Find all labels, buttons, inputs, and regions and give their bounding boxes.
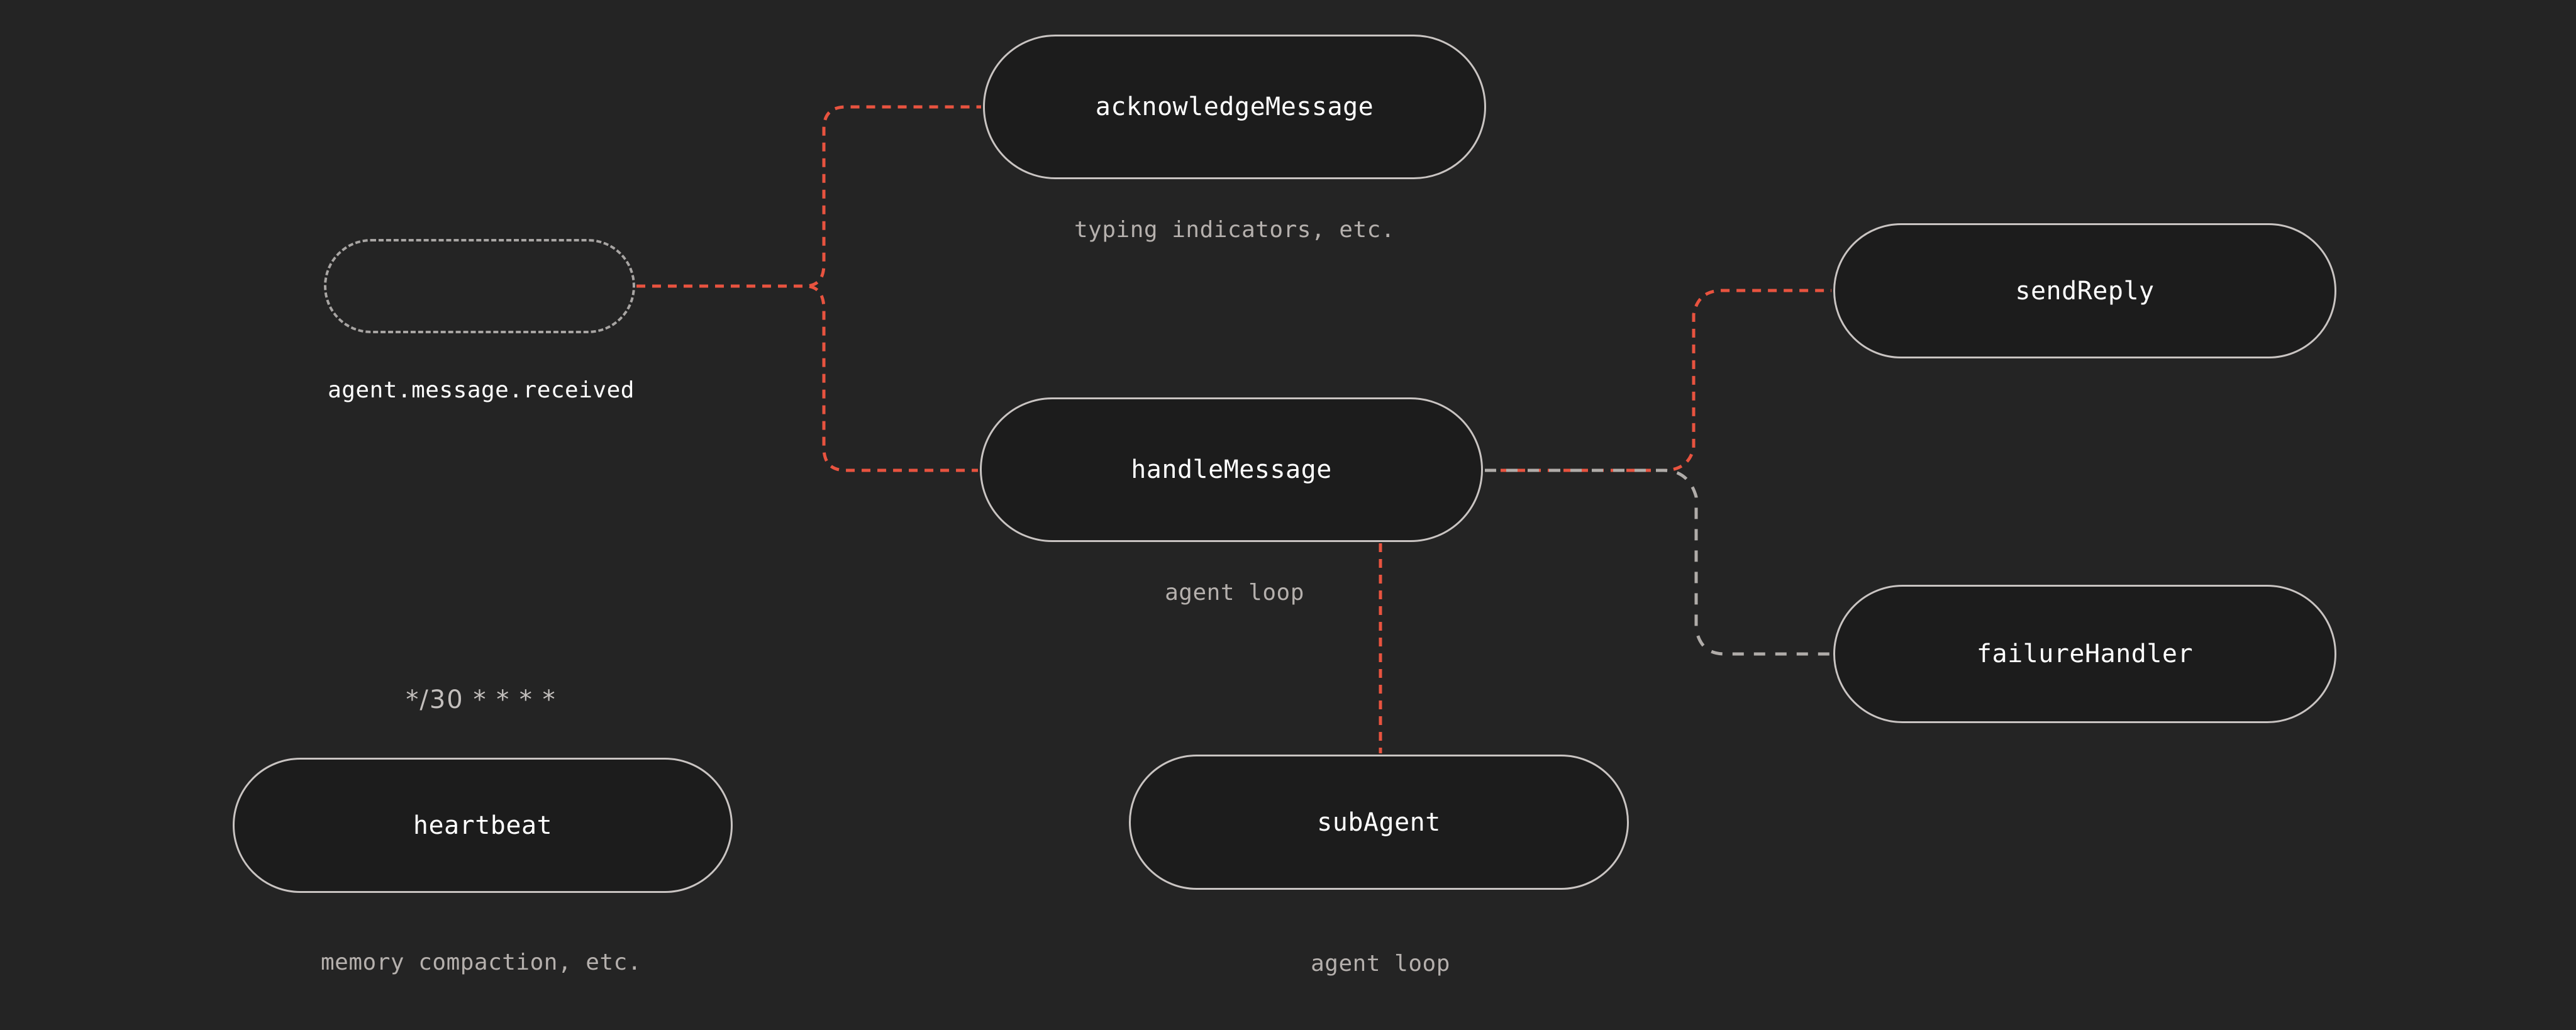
heartbeat-caption: memory compaction, etc.	[321, 950, 641, 975]
node-label: heartbeat	[413, 811, 553, 840]
node-trigger[interactable]	[324, 239, 635, 333]
trigger-caption: agent.message.received	[328, 377, 635, 403]
edge-handleMessage-to-failureHandler	[1485, 468, 1831, 656]
edge-handleMessage-to-sendReply	[1485, 289, 1831, 472]
edge-trigger-to-acknowledgeMessage	[636, 105, 981, 288]
heartbeat-cron: */30 * * * *	[406, 685, 557, 714]
subAgent-caption: agent loop	[1311, 951, 1450, 977]
node-handleMessage[interactable]: handleMessage	[980, 397, 1483, 542]
node-failureHandler[interactable]: failureHandler	[1833, 585, 2336, 723]
node-label: failureHandler	[1976, 640, 2194, 668]
node-label: sendReply	[2015, 276, 2155, 306]
edge-trigger-to-handleMessage	[636, 284, 978, 472]
acknowledgeMessage-caption: typing indicators, etc.	[1074, 217, 1395, 243]
node-label: acknowledgeMessage	[1095, 92, 1374, 121]
node-label: subAgent	[1317, 807, 1441, 837]
node-heartbeat[interactable]: heartbeat	[233, 758, 733, 893]
handleMessage-caption: agent loop	[1165, 580, 1304, 606]
node-sendReply[interactable]: sendReply	[1833, 223, 2336, 358]
node-acknowledgeMessage[interactable]: acknowledgeMessage	[983, 35, 1486, 179]
node-label: handleMessage	[1131, 455, 1332, 484]
node-subAgent[interactable]: subAgent	[1129, 755, 1629, 890]
